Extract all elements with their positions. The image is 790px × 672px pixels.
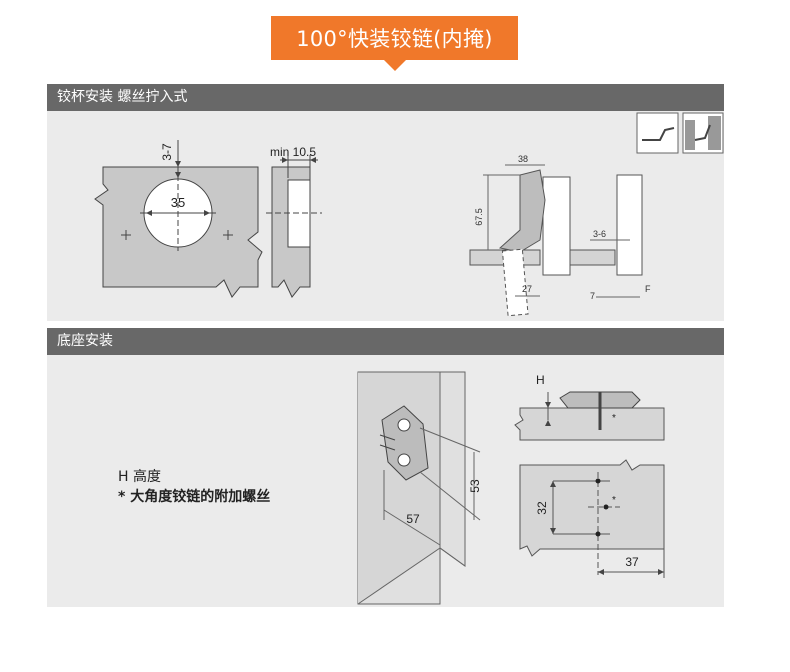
dim-67-5-label: 67.5 <box>474 208 484 226</box>
dim-7-label: 7 <box>590 291 595 301</box>
dim-35-label: 35 <box>171 195 185 210</box>
dim-min-10-5-label: min 10.5 <box>270 145 316 159</box>
dim-H-label: H <box>536 373 545 387</box>
hinge-side-view: 38 67.5 27 <box>469 154 571 317</box>
dim-27-label: 27 <box>522 284 532 294</box>
page-title: 100°快装铰链(内掩) <box>296 27 493 51</box>
overlay-type-icon-1 <box>636 112 679 154</box>
base-section-view: H * <box>514 373 665 441</box>
section-bar-base-install: 底座安装 <box>47 328 724 355</box>
dim-38-label: 38 <box>518 154 528 164</box>
section-label: 底座安装 <box>57 333 113 349</box>
section-label: 铰杯安装 螺丝拧入式 <box>57 89 188 105</box>
star-mark-2: * <box>612 495 616 506</box>
dim-3-7-label: 3-7 <box>160 143 174 161</box>
bottom-spacer <box>47 607 724 672</box>
note-extra-screw: * 大角度铰链的附加螺丝 <box>118 489 271 505</box>
dim-57-label: 57 <box>406 512 420 526</box>
panel-overlay-view: 3-6 7 F <box>569 174 651 301</box>
dim-F-label: F <box>645 284 651 294</box>
cabinet-perspective: 53 57 <box>357 371 482 605</box>
section-bar-cup-install: 铰杯安装 螺丝拧入式 <box>47 84 724 111</box>
dim-53-label: 53 <box>468 479 482 493</box>
dim-32-label: 32 <box>535 501 549 515</box>
note-height: H 高度 <box>118 469 161 485</box>
dim-37-label: 37 <box>625 555 639 569</box>
star-mark-1: * <box>612 413 616 424</box>
page-title-banner: 100°快装铰链(内掩) <box>271 16 518 60</box>
base-drilling-view: 32 * 37 <box>519 459 665 578</box>
dim-3-6-label: 3-6 <box>593 229 606 239</box>
title-pointer-arrow <box>384 60 406 71</box>
